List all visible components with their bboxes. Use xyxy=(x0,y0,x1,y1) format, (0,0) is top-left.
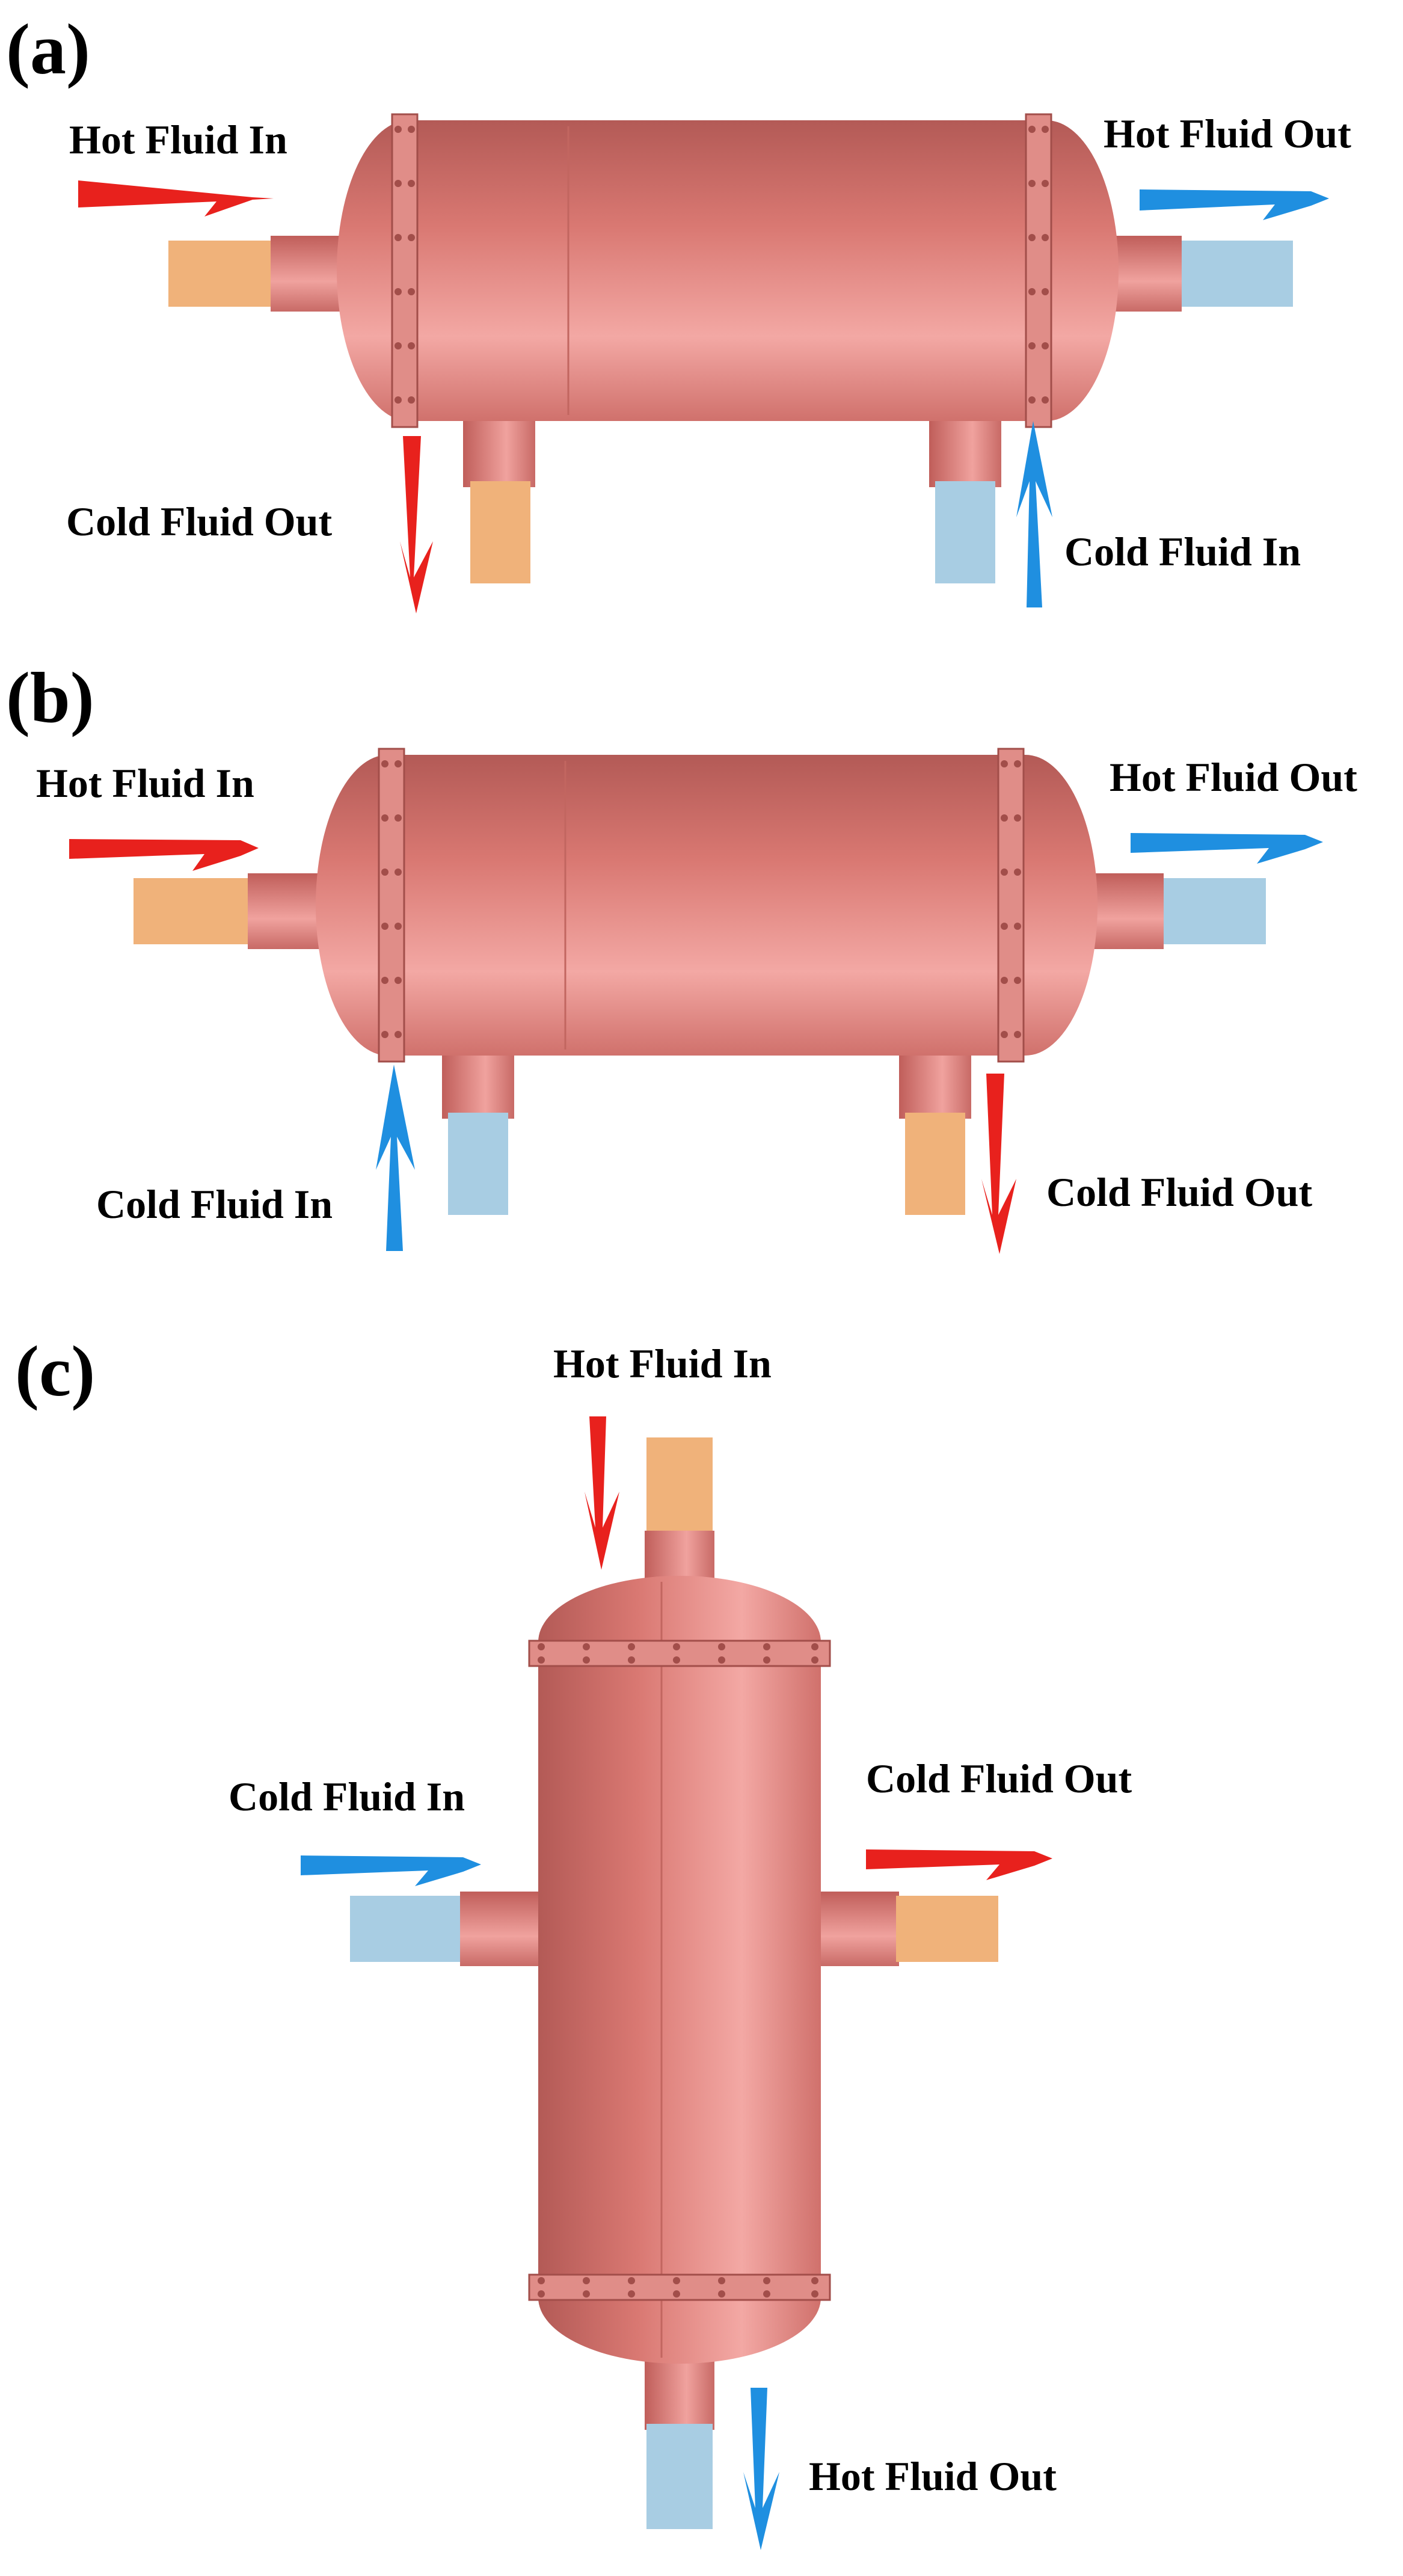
cold-outlet-nozzle xyxy=(809,1892,899,1966)
top-flange-bolts xyxy=(538,1643,818,1664)
hot-outlet-nozzle xyxy=(1107,236,1182,312)
hot-outlet-pipe xyxy=(1182,241,1293,307)
left-flange-bolts xyxy=(381,760,402,1038)
shell xyxy=(316,755,1098,1056)
hot-inlet-pipe xyxy=(646,1437,713,1543)
cold-out-arrow xyxy=(400,436,433,613)
top-flange xyxy=(528,1640,831,1667)
panel-b: (b) xyxy=(6,657,1357,1254)
right-flange-bolts xyxy=(1028,126,1049,404)
left-flange xyxy=(378,748,405,1063)
cold-outlet-pipe xyxy=(470,481,530,583)
panel-a: (a) xyxy=(6,9,1351,613)
panel-letter: (b) xyxy=(6,657,94,737)
cold-inlet-pipe xyxy=(350,1896,464,1962)
panel-c: (c) xyxy=(15,1331,1132,2550)
cold-in-label: Cold Fluid In xyxy=(1064,529,1301,574)
hot-outlet-pipe xyxy=(1164,878,1266,944)
cold-out-arrow xyxy=(866,1849,1052,1880)
left-flange xyxy=(391,113,419,428)
hot-in-arrow xyxy=(69,839,259,871)
left-flange-bolts xyxy=(394,126,415,404)
hot-out-label: Hot Fluid Out xyxy=(1110,754,1357,800)
hot-outlet-pipe xyxy=(646,2424,713,2529)
shell xyxy=(337,120,1119,421)
bottom-flange xyxy=(528,2273,831,2301)
cold-in-arrow xyxy=(301,1855,481,1886)
shell xyxy=(538,1576,821,2364)
cold-out-label: Cold Fluid Out xyxy=(866,1756,1132,1801)
hot-out-arrow xyxy=(1131,833,1323,864)
cold-outlet-pipe xyxy=(896,1896,998,1962)
right-flange xyxy=(997,748,1025,1063)
hot-in-label: Hot Fluid In xyxy=(553,1341,772,1386)
hot-inlet-pipe xyxy=(168,241,271,307)
cold-in-label: Cold Fluid In xyxy=(96,1181,333,1227)
cold-out-arrow xyxy=(981,1074,1016,1254)
hot-out-label: Hot Fluid Out xyxy=(809,2453,1057,2499)
cold-in-arrow xyxy=(376,1065,415,1251)
cold-outlet-pipe xyxy=(905,1113,965,1215)
cold-inlet-pipe xyxy=(935,481,995,583)
hot-out-label: Hot Fluid Out xyxy=(1104,111,1351,156)
hot-inlet-pipe xyxy=(134,878,248,944)
cold-in-arrow xyxy=(1016,421,1052,607)
hot-outlet-nozzle xyxy=(1088,873,1164,949)
hot-in-label: Hot Fluid In xyxy=(69,117,287,162)
hot-inlet-nozzle xyxy=(271,236,346,312)
right-flange-bolts xyxy=(1001,760,1021,1038)
cold-out-label: Cold Fluid Out xyxy=(1046,1169,1312,1215)
hot-in-arrow xyxy=(78,180,274,217)
hot-out-arrow xyxy=(743,2388,779,2550)
cold-in-label: Cold Fluid In xyxy=(229,1774,465,1819)
cold-inlet-pipe xyxy=(448,1113,508,1215)
hot-out-arrow xyxy=(1140,189,1329,220)
hot-in-label: Hot Fluid In xyxy=(36,760,254,806)
bottom-flange-bolts xyxy=(538,2277,818,2298)
panel-letter: (c) xyxy=(15,1331,95,1411)
cold-out-label: Cold Fluid Out xyxy=(66,499,332,544)
right-flange xyxy=(1025,113,1052,428)
panel-letter: (a) xyxy=(6,9,90,89)
hot-in-arrow xyxy=(585,1416,619,1570)
cold-inlet-nozzle xyxy=(460,1892,550,1966)
